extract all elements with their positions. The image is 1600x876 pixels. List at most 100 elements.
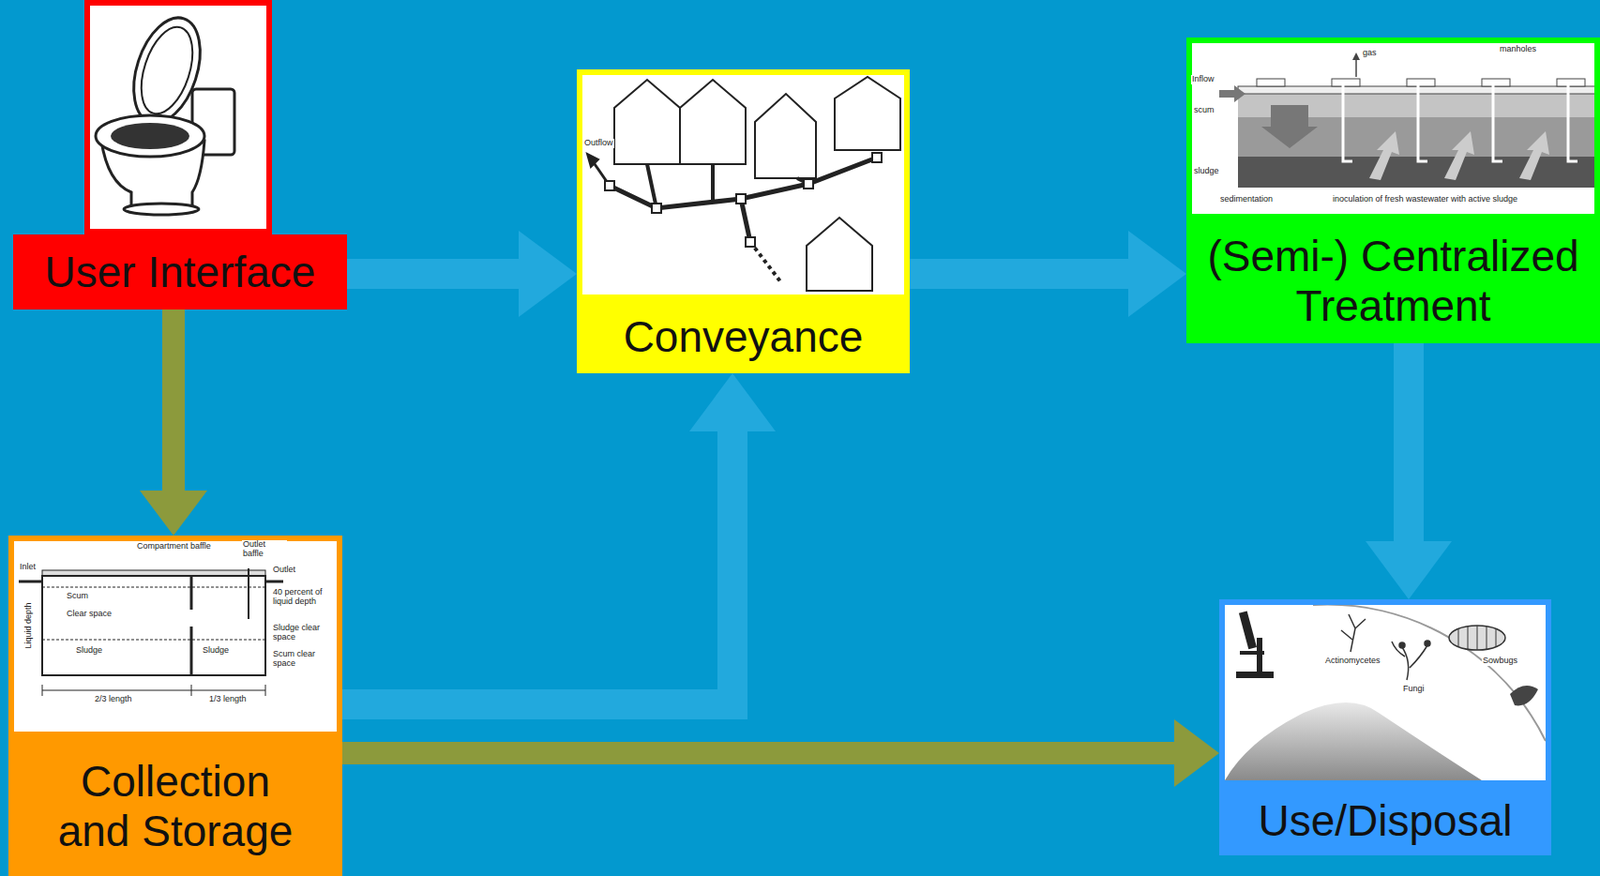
picture-label: gas xyxy=(1361,48,1378,59)
picture-ground xyxy=(1219,599,1552,786)
process-box: Conveyance xyxy=(576,69,910,374)
picture-label: sludge xyxy=(1192,166,1221,177)
node-label: Conveyance xyxy=(623,312,864,363)
arrow-head xyxy=(518,230,577,317)
label-band: (Semi-) Centralized Treatment xyxy=(1186,219,1600,344)
arrow-shaft xyxy=(162,309,185,493)
picture-label: Sowbugs xyxy=(1481,656,1519,666)
manhole xyxy=(1406,78,1435,87)
node-label: Use/Disposal xyxy=(1258,796,1513,846)
label-band: Conveyance xyxy=(576,300,910,374)
toilet-base xyxy=(123,203,199,215)
picture-label: Liquid depth xyxy=(24,601,34,650)
toilet-lid xyxy=(121,9,213,132)
upflow-arrows xyxy=(1369,131,1550,181)
node-label: User Interface xyxy=(45,247,317,298)
baffle xyxy=(1343,82,1353,162)
arrow-shaft xyxy=(1393,343,1424,544)
picture-label: Scum xyxy=(65,591,90,602)
picture-ground xyxy=(8,535,343,738)
settling-arrow xyxy=(1261,105,1318,149)
flow-arrow xyxy=(347,230,577,317)
arrow-shaft xyxy=(342,741,1177,765)
house-connection xyxy=(710,164,715,203)
tank-wall xyxy=(42,575,266,676)
hypha xyxy=(1391,641,1428,680)
sludge-line xyxy=(42,639,266,641)
flow-arrow xyxy=(909,230,1187,317)
arrow-head xyxy=(139,490,208,536)
sowbug-drawing xyxy=(1449,625,1506,650)
spore xyxy=(1424,640,1431,647)
house xyxy=(834,76,901,151)
manhole xyxy=(1256,78,1285,87)
outlet-pipe xyxy=(265,580,284,584)
fungi-drawing xyxy=(1391,640,1431,680)
microscope-tube xyxy=(1238,610,1257,650)
inflow-arrow xyxy=(1219,85,1246,103)
house xyxy=(679,79,746,165)
outlet-baffle xyxy=(247,568,250,619)
sewer-pipe xyxy=(740,198,751,242)
picture-label: Sludge clear space xyxy=(271,623,336,643)
manhole xyxy=(1331,78,1360,87)
manhole-box xyxy=(803,179,814,189)
arrow-shaft xyxy=(347,258,521,289)
house xyxy=(806,217,873,291)
branch xyxy=(1341,614,1366,652)
picture-ground xyxy=(576,69,910,301)
baffle xyxy=(1568,82,1578,162)
outflow-head xyxy=(587,153,599,167)
microscope xyxy=(1236,610,1274,679)
picture-frame xyxy=(84,0,272,235)
flow-arrow xyxy=(139,309,208,536)
compartment-baffle xyxy=(190,575,194,610)
label-band: Use/Disposal xyxy=(1219,785,1552,856)
process-box: Use/Disposal xyxy=(1219,599,1552,856)
sowbug-body xyxy=(1449,625,1506,650)
node-label: Collection and Storage xyxy=(45,756,305,857)
gas-arrow xyxy=(1355,58,1358,77)
picture-frame xyxy=(1186,37,1600,220)
picture-label: Clear space xyxy=(65,609,113,619)
toilet-bowl xyxy=(110,122,190,150)
baffle xyxy=(1493,82,1503,162)
picture-label: Inflow xyxy=(1191,75,1216,85)
manhole xyxy=(1556,78,1585,87)
picture-label: 2/3 length xyxy=(93,694,134,705)
picture-label: Sludge xyxy=(75,646,104,656)
flow-arrow xyxy=(1365,343,1452,600)
picture-frame xyxy=(576,69,910,301)
picture-label: manholes xyxy=(1498,45,1538,55)
dimension-tick xyxy=(42,684,44,696)
sewer-network-picture xyxy=(576,69,910,301)
node-label: (Semi-) Centralized Treatment xyxy=(1195,231,1591,332)
flow-arrow xyxy=(342,719,1220,787)
toilet-rim xyxy=(95,115,205,157)
picture-label: Outlet xyxy=(271,565,297,575)
manhole-box xyxy=(604,181,615,191)
house xyxy=(754,93,816,179)
house-connection xyxy=(647,164,657,209)
dimension-line xyxy=(42,690,266,692)
picture-label: Outflow xyxy=(583,138,615,149)
microscope-arm xyxy=(1256,637,1263,674)
label-band: Collection and Storage xyxy=(8,737,343,876)
spore xyxy=(1399,642,1405,649)
microscope-stage xyxy=(1239,650,1265,655)
picture-label: scum xyxy=(1192,105,1216,116)
process-box: Collection and Storage xyxy=(8,535,343,876)
picture-label: Scum clear space xyxy=(271,649,336,669)
sewer-pipe xyxy=(750,241,781,282)
arrow-shaft xyxy=(342,429,733,705)
compartment-baffle xyxy=(190,626,194,676)
manhole-box xyxy=(651,203,662,213)
sowbug-stripes xyxy=(1458,625,1496,650)
septic-tank-picture xyxy=(8,535,343,738)
upflow-arrow xyxy=(1519,131,1550,181)
process-box: User Interface xyxy=(13,0,348,310)
microscope-base xyxy=(1236,671,1274,679)
scum-line xyxy=(42,587,266,589)
picture-label: Sludge xyxy=(201,646,230,656)
